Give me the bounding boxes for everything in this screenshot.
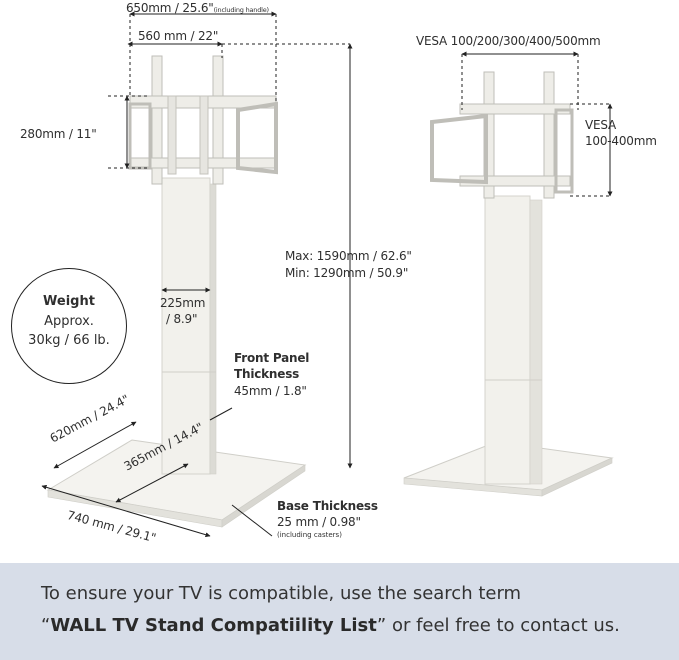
weight-title: Weight	[43, 294, 95, 309]
vesa-horizontal-label: VESA 100/200/300/400/500mm	[416, 34, 601, 48]
weight-badge	[11, 268, 127, 384]
vesa-vertical-label-1: VESA	[585, 118, 617, 132]
height-max-label: Max: 1590mm / 62.6"	[285, 249, 412, 263]
compatibility-banner: To ensure your TV is compatible, use the…	[0, 563, 679, 660]
mount-width-label: 560 mm / 22"	[138, 29, 219, 43]
banner-line-2: “WALL TV Stand Compatiility List” or fee…	[41, 615, 620, 636]
search-term: WALL TV Stand Compatiility List	[50, 615, 377, 636]
base-thickness-note: (including casters)	[277, 531, 342, 539]
front-panel-title-2: Thickness	[234, 367, 300, 381]
height-min-label: Min: 1290mm / 50.9"	[285, 266, 409, 280]
quote-open: “	[41, 615, 51, 636]
banner-line-2-rest: or feel free to contact us.	[386, 615, 620, 636]
mount-height-label: 280mm / 11"	[20, 127, 97, 141]
base-thickness-title: Base Thickness	[277, 499, 378, 513]
right-stand	[403, 71, 614, 497]
weight-approx: Approx.	[44, 314, 94, 329]
pillar-width-label-2: / 8.9"	[166, 312, 198, 326]
right-stand-column	[484, 195, 531, 485]
banner-line-1: To ensure your TV is compatible, use the…	[41, 583, 522, 604]
total-width-note: (including handle)	[213, 6, 269, 14]
quote-close: ”	[376, 615, 387, 636]
vesa-vertical-label-2: 100-400mm	[585, 134, 657, 148]
base-thickness-value: 25 mm / 0.98"	[277, 515, 361, 529]
pillar-width-label-1: 225mm	[160, 296, 206, 310]
total-width-label: 650mm / 25.6"(including handle)	[126, 1, 269, 15]
front-panel-value: 45mm / 1.8"	[234, 384, 307, 398]
front-panel-title-1: Front Panel	[234, 351, 310, 365]
dimension-lines	[41, 11, 613, 538]
weight-value: 30kg / 66 lb.	[28, 333, 110, 348]
